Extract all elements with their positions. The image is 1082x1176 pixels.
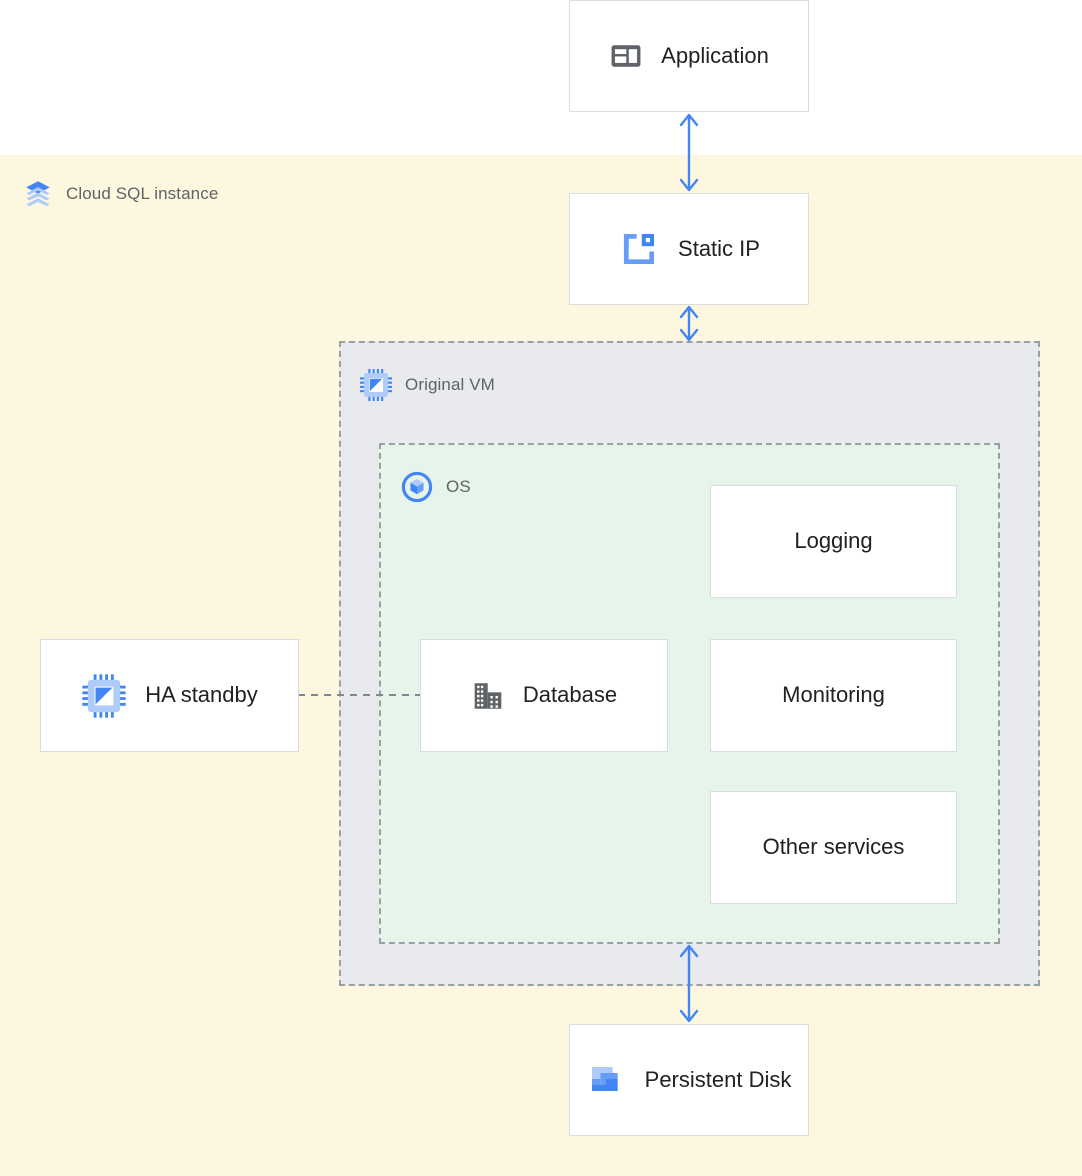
node-database[interactable]: Database — [420, 639, 668, 752]
region-label-original-vm: Original VM — [405, 375, 495, 394]
region-title-original-vm: Original VM — [359, 368, 495, 402]
os-icon — [400, 470, 434, 504]
application-icon — [609, 39, 643, 73]
region-label-cloud-sql-instance: Cloud SQL instance — [66, 184, 219, 203]
node-application[interactable]: Application — [569, 0, 809, 112]
node-monitoring[interactable]: Monitoring — [710, 639, 957, 752]
connector-static-ip-to-vm — [679, 305, 699, 342]
node-persistent-disk[interactable]: Persistent Disk — [569, 1024, 809, 1136]
vm-chip-icon — [359, 368, 393, 402]
region-title-cloud-sql-instance: Cloud SQL instance — [22, 178, 218, 210]
region-label-os: OS — [446, 477, 471, 496]
ha-standby-chip-icon — [81, 673, 127, 719]
node-label-static-ip: Static IP — [678, 235, 760, 261]
persistent-disk-icon — [587, 1060, 627, 1100]
node-other-services[interactable]: Other services — [710, 791, 957, 904]
node-label-database: Database — [522, 682, 618, 708]
cloud-sql-icon — [22, 178, 54, 210]
connector-application-to-static-ip — [679, 113, 699, 192]
node-logging[interactable]: Logging — [710, 485, 957, 598]
connector-vm-to-persistent-disk — [679, 944, 699, 1023]
database-building-icon — [471, 679, 505, 713]
node-ha-standby[interactable]: HA standby — [40, 639, 299, 752]
node-label-logging: Logging — [794, 528, 873, 554]
node-label-ha-standby: HA standby — [145, 682, 258, 708]
connector-ha-standby-to-database — [298, 694, 422, 696]
node-label-monitoring: Monitoring — [782, 682, 885, 708]
node-static-ip[interactable]: Static IP — [569, 193, 809, 305]
node-label-other-services: Other services — [762, 834, 905, 860]
node-label-persistent-disk: Persistent Disk — [644, 1066, 792, 1092]
region-title-os: OS — [400, 470, 471, 504]
node-label-application: Application — [661, 42, 769, 68]
static-ip-icon — [618, 228, 660, 270]
